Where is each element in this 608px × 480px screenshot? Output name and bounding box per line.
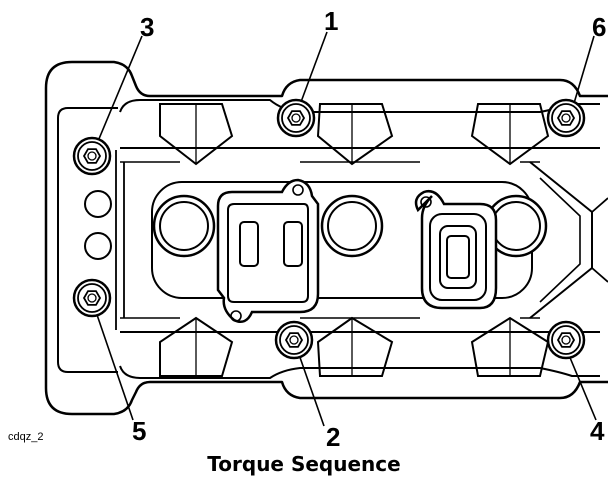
figure-id: cdqz_2	[8, 431, 44, 443]
bolt-5	[72, 278, 112, 318]
bolt-2	[274, 320, 314, 360]
breather-plate-right	[414, 190, 498, 310]
bolt-4	[546, 320, 586, 360]
bolt-1	[276, 98, 316, 138]
breather-plate-left	[216, 178, 320, 323]
spark-plug-bosses	[151, 181, 548, 299]
callout-1: 1	[324, 6, 339, 36]
callout-2: 2	[326, 422, 341, 452]
figure-caption: Torque Sequence	[207, 452, 401, 476]
bolt-3	[72, 136, 112, 176]
callout-5: 5	[132, 416, 147, 446]
bottom-ribs	[159, 316, 550, 377]
left-holes	[84, 190, 112, 260]
top-ribs	[159, 103, 550, 166]
bolt-6	[546, 98, 586, 138]
callout-4: 4	[590, 416, 605, 446]
callout-6: 6	[592, 12, 607, 42]
callout-3: 3	[140, 12, 155, 42]
leader-lines	[93, 31, 597, 427]
cover-body	[44, 60, 608, 416]
